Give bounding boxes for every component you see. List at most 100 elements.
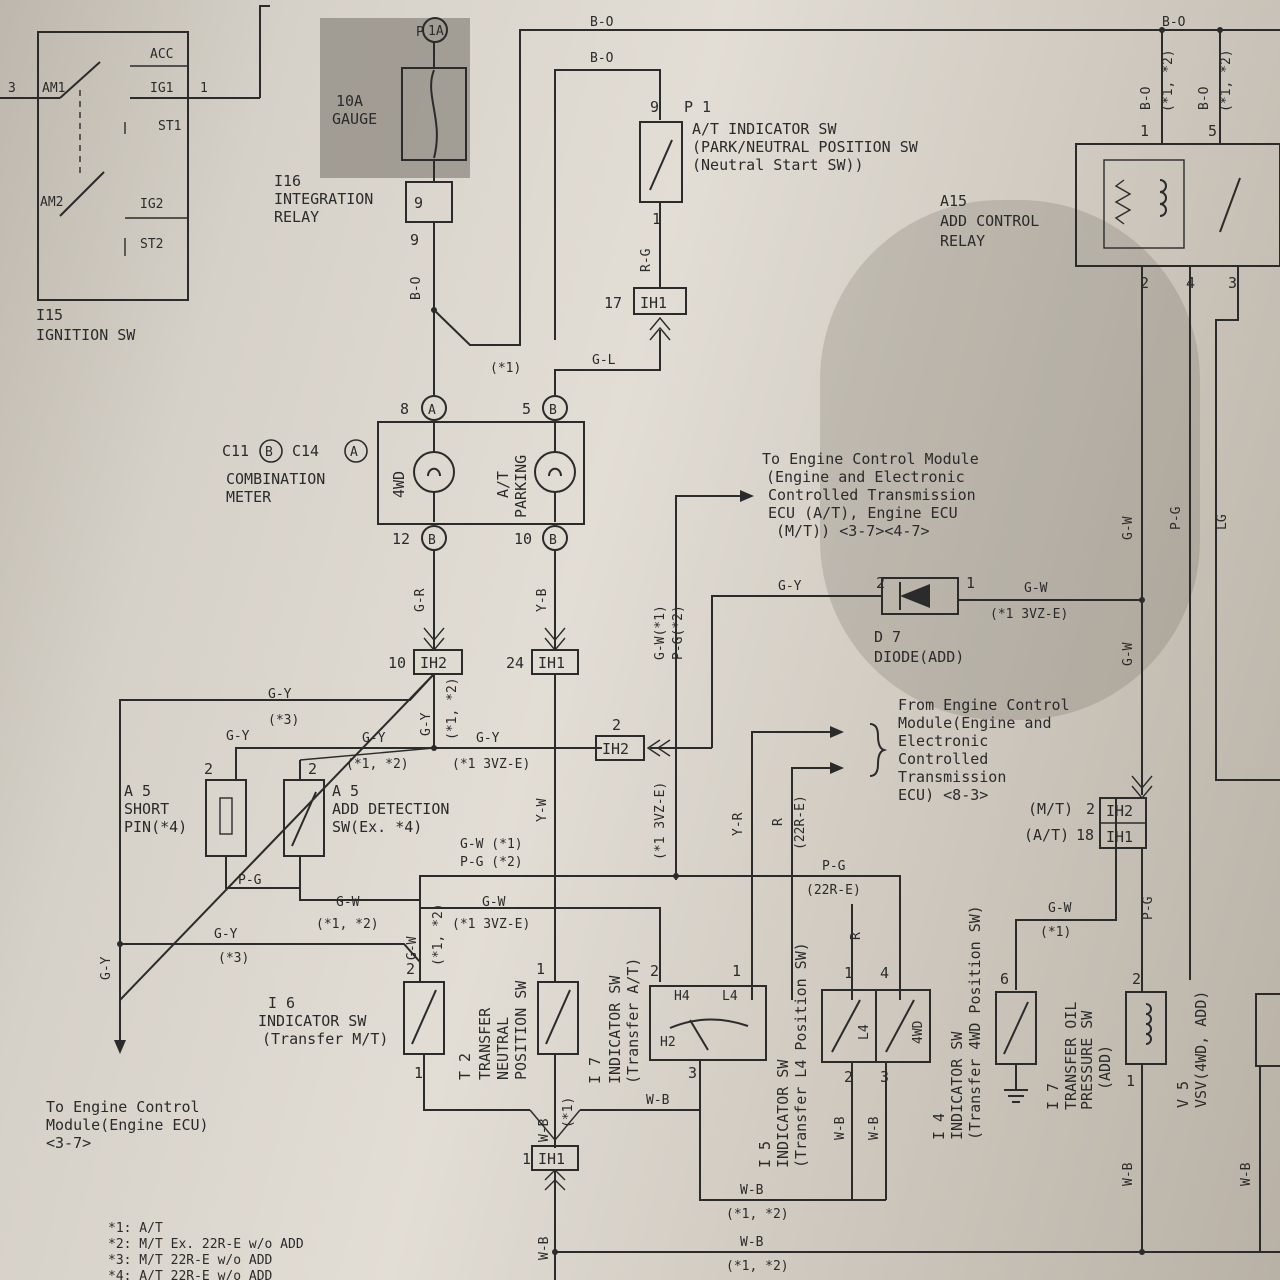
wire-gr: G-R xyxy=(413,588,428,612)
wire-gw5-note: (*1, *2) xyxy=(431,903,446,966)
add-relay-id: A15 xyxy=(940,192,967,210)
connector-ih2-2: 2 IH2 xyxy=(595,716,645,761)
relay-pin-top: 9 xyxy=(414,194,423,212)
t2-line3: POSITION SW xyxy=(512,980,530,1080)
i6-line2: (Transfer M/T) xyxy=(262,1030,388,1048)
oil-pressure-line1: TRANSFER OIL xyxy=(1062,1002,1080,1110)
meter-conn-b-top: B xyxy=(549,403,557,418)
integration-relay-line1: INTEGRATION xyxy=(274,190,373,208)
conn-mt-name: IH2 xyxy=(1106,802,1133,820)
i5-line2: (Transfer L4 Position SW) xyxy=(792,942,810,1168)
i4-line1: INDICATOR SW xyxy=(948,1031,966,1140)
oil-pressure-switch: 6 I 7 TRANSFER OIL PRESSURE SW (ADD) xyxy=(995,970,1114,1110)
to-ecu-line2: Module(Engine ECU) xyxy=(46,1116,209,1134)
short-pin-a5: 2 A 5 SHORT PIN(*4) xyxy=(124,760,247,857)
wire-wb7-note: (*1, *2) xyxy=(726,1207,789,1222)
meter-id-c14: C14 xyxy=(292,442,319,460)
p1-id: P 1 xyxy=(684,98,711,116)
oil-pressure-pin: 6 xyxy=(1000,970,1009,988)
diode-id: D 7 xyxy=(874,628,901,646)
i7-line2: (Transfer A/T) xyxy=(624,958,642,1084)
from-ecm-line3: Electronic xyxy=(898,732,988,750)
vsv-pin-2: 2 xyxy=(1132,970,1141,988)
terminal-ig2: IG2 xyxy=(140,197,163,212)
connector-ih2-ih1-right: (M/T) 2 IH2 (A/T) 18 IH1 xyxy=(1024,797,1147,849)
wire-gy-d: G-Y xyxy=(226,729,250,744)
wire-wb3: W-B xyxy=(867,1116,882,1140)
wire-gw5: G-W xyxy=(405,936,420,960)
conn-at-name: IH1 xyxy=(1106,828,1133,846)
oil-pressure-line3: (ADD) xyxy=(1096,1045,1114,1090)
wire-wb9: W-B xyxy=(1121,1162,1136,1186)
wire-gw-lower: G-W xyxy=(1121,642,1136,666)
i4-tag: 4WD xyxy=(911,1020,926,1044)
connector-ih1-17: 17 IH1 xyxy=(604,287,687,315)
i5-pin-2: 2 xyxy=(844,1068,853,1086)
wire-wb2: W-B xyxy=(833,1116,848,1140)
i5-pin-1: 1 xyxy=(844,964,853,982)
vsv-pin-1: 1 xyxy=(1126,1072,1135,1090)
i7-pin-2: 2 xyxy=(650,962,659,980)
i7-h4: H4 xyxy=(674,989,690,1004)
i5-id: I 5 xyxy=(756,1141,774,1168)
connector-ih2-2-pin: 2 xyxy=(612,716,621,734)
wire-wb1: W-B xyxy=(646,1093,670,1108)
combination-meter: A 8 B 5 4WD A/T PARKING B 12 B 10 C11 B … xyxy=(222,395,585,551)
i5-tag: L4 xyxy=(857,1024,872,1040)
wire-gy-main-note: (*1, *2) xyxy=(346,757,409,772)
connector-ih1-17-name: IH1 xyxy=(640,294,667,312)
wire-wb5: W-B xyxy=(537,1236,552,1260)
terminal-am1: AM1 xyxy=(42,81,65,96)
wire-gy-main: G-Y xyxy=(362,731,386,746)
wire-star3vz: (*1 3VZ-E) xyxy=(653,782,668,860)
fuse-pin-1a: 1A xyxy=(428,24,444,39)
connector-ih2-10-name: IH2 xyxy=(420,654,447,672)
add-relay-line1: ADD CONTROL xyxy=(940,212,1039,230)
wire-r2: R xyxy=(849,932,864,940)
meter-pin-12: 12 xyxy=(392,530,410,548)
connector-ih2-10-box xyxy=(413,649,463,675)
from-ecm-line2: Module(Engine and xyxy=(898,714,1052,732)
t2-box xyxy=(537,981,579,1055)
wire-yw: Y-W xyxy=(535,798,550,822)
wire-bo-relay5-note: (*1, *2) xyxy=(1219,49,1234,112)
ignition-pin-3: 3 xyxy=(8,81,16,96)
at-indicator-switch-box xyxy=(639,121,683,203)
short-pin-box xyxy=(205,779,247,857)
i7-pin-1: 1 xyxy=(732,962,741,980)
indicator-switch-i7: H4 L4 H2 2 1 3 I 7 INDICATOR SW (Transfe… xyxy=(586,958,767,1084)
add-control-relay-box xyxy=(1075,143,1280,267)
oil-pressure-id: I 7 xyxy=(1044,1083,1062,1110)
diode-pin-2: 2 xyxy=(876,574,885,592)
from-ecm-line1: From Engine Control xyxy=(898,696,1070,714)
wire-gy-diode: G-Y xyxy=(778,579,802,594)
terminal-acc: ACC xyxy=(150,47,173,62)
wire-bo-relay1: B-O xyxy=(1139,86,1154,110)
i4-box xyxy=(875,989,931,1063)
relay-pin-5: 5 xyxy=(1208,122,1217,140)
wire-gw-pg-4: P-G (*2) xyxy=(460,855,523,870)
i7-line1: INDICATOR SW xyxy=(606,975,624,1084)
vsv-box xyxy=(1125,991,1167,1065)
add-detection-pin: 2 xyxy=(308,760,317,778)
ignition-switch: 3 AM1 ACC IG1 1 ST1 AM2 IG2 ST2 I15 IGNI… xyxy=(0,31,260,344)
note-3: *3: M/T 22R-E w/o ADD xyxy=(108,1253,273,1268)
i6-id: I 6 xyxy=(268,994,295,1012)
t2-line1: TRANSFER xyxy=(476,1007,494,1080)
wire-bo-relay1-note: (*1, *2) xyxy=(1161,49,1176,112)
note-1: *1: A/T xyxy=(108,1221,163,1236)
to-ecm-label: To Engine Control Module (Engine and Ele… xyxy=(762,450,979,540)
p1-line3: (Neutral Start SW)) xyxy=(692,156,864,174)
add-relay-line2: RELAY xyxy=(940,232,985,250)
indicator-switch-i6: 2 I 6 INDICATOR SW (Transfer M/T) xyxy=(258,960,445,1055)
conn-mt-pin: 2 xyxy=(1086,800,1095,818)
t2-line2: NEUTRAL xyxy=(494,1017,512,1080)
relay-pin-2: 2 xyxy=(1140,274,1149,292)
relay-coil-frame xyxy=(1103,159,1185,249)
wire-gw-diode: G-W xyxy=(1024,581,1048,596)
i7-h2: H2 xyxy=(660,1035,676,1050)
meter-pin-5: 5 xyxy=(522,400,531,418)
wire-gw4: G-W xyxy=(482,895,506,910)
